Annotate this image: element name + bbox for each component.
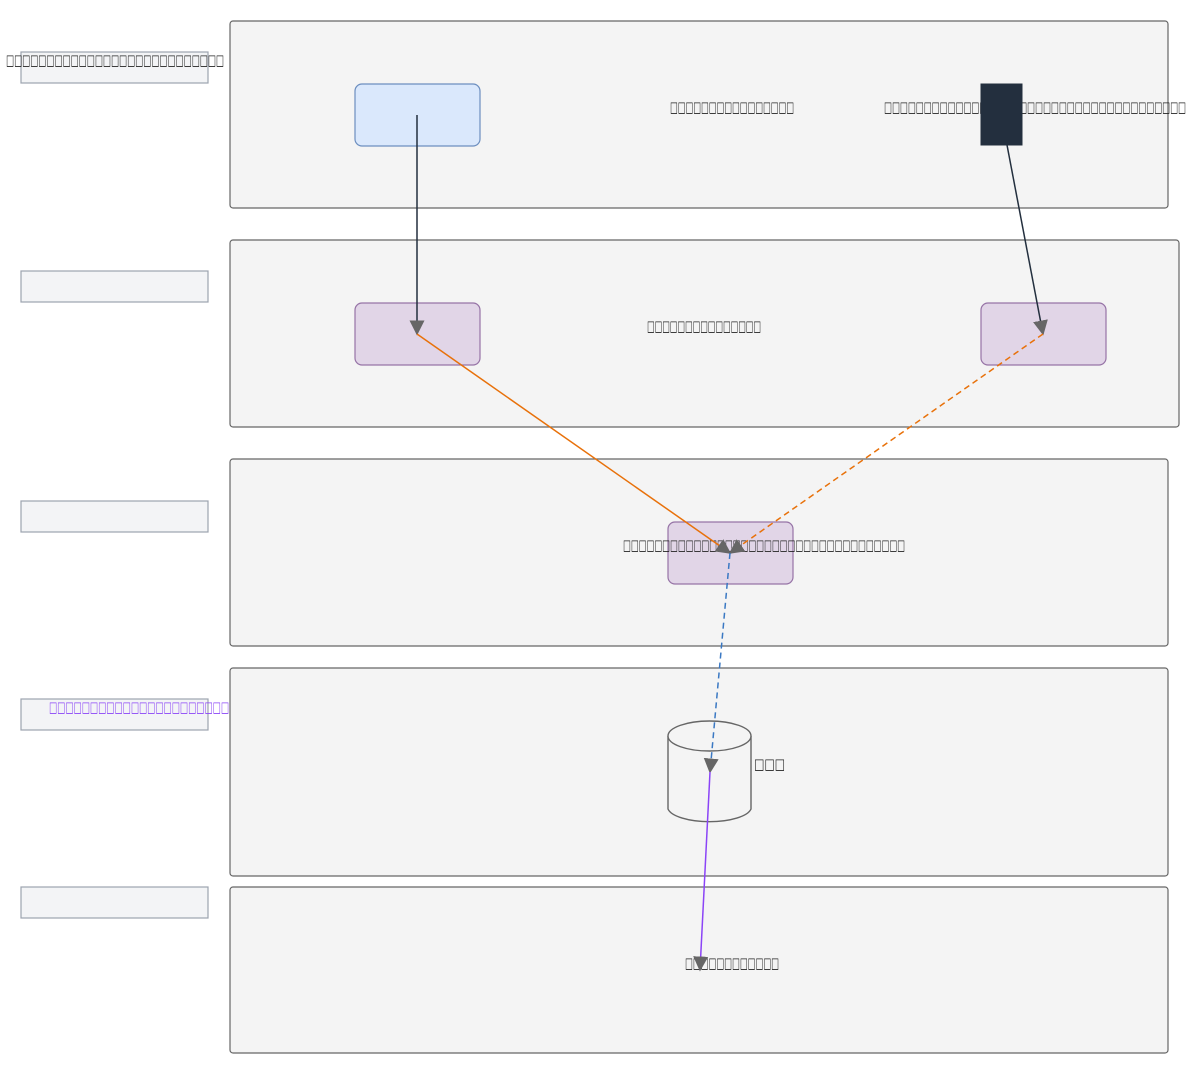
swimlane-2: [229, 239, 1180, 428]
merge-box-label: □□□□□□□□□□□□□□□□□□□□□□□□□□□□□□□□□□□□: [623, 536, 905, 554]
database-label: □□□: [754, 755, 785, 773]
top-right-label: □□□□□□□□□□□□□□□□□□□□□□□□□□□□□□□□□□□□□□: [884, 98, 1186, 116]
edge-merge-to-database: [703, 552, 731, 774]
lane-tab-3: [20, 500, 209, 533]
swimlane-1: [229, 20, 1169, 209]
mid-right-box[interactable]: [980, 302, 1107, 366]
edge-database-to-bottom: [693, 771, 711, 972]
edge-icon-to-mid-right: [1006, 144, 1048, 336]
lane-tab-5: [20, 886, 209, 919]
lane-tab-1-label: □□□□□□□□□□□□□□□□□□□□□□□□□□□: [6, 51, 224, 69]
lane-tab-4-label: □□□□□□□□□□□□□□□□□□□□□□: [49, 698, 229, 716]
lane-tab-4: [20, 698, 209, 731]
mid-center-label: □□□□□□□□□□□□□□□: [647, 317, 761, 335]
lane-tab-2: [20, 270, 209, 303]
top-center-label: □□□□□□□□□□□□□□□□: [670, 98, 794, 116]
lane-tab-1: [20, 51, 209, 84]
bottom-label: □□□□□□□□□□□□: [685, 954, 779, 972]
edge-mid-right-to-merge: [728, 333, 1044, 554]
database-icon[interactable]: [667, 720, 752, 823]
edge-mid-left-to-merge: [416, 333, 732, 554]
dark-icon[interactable]: [980, 83, 1023, 146]
